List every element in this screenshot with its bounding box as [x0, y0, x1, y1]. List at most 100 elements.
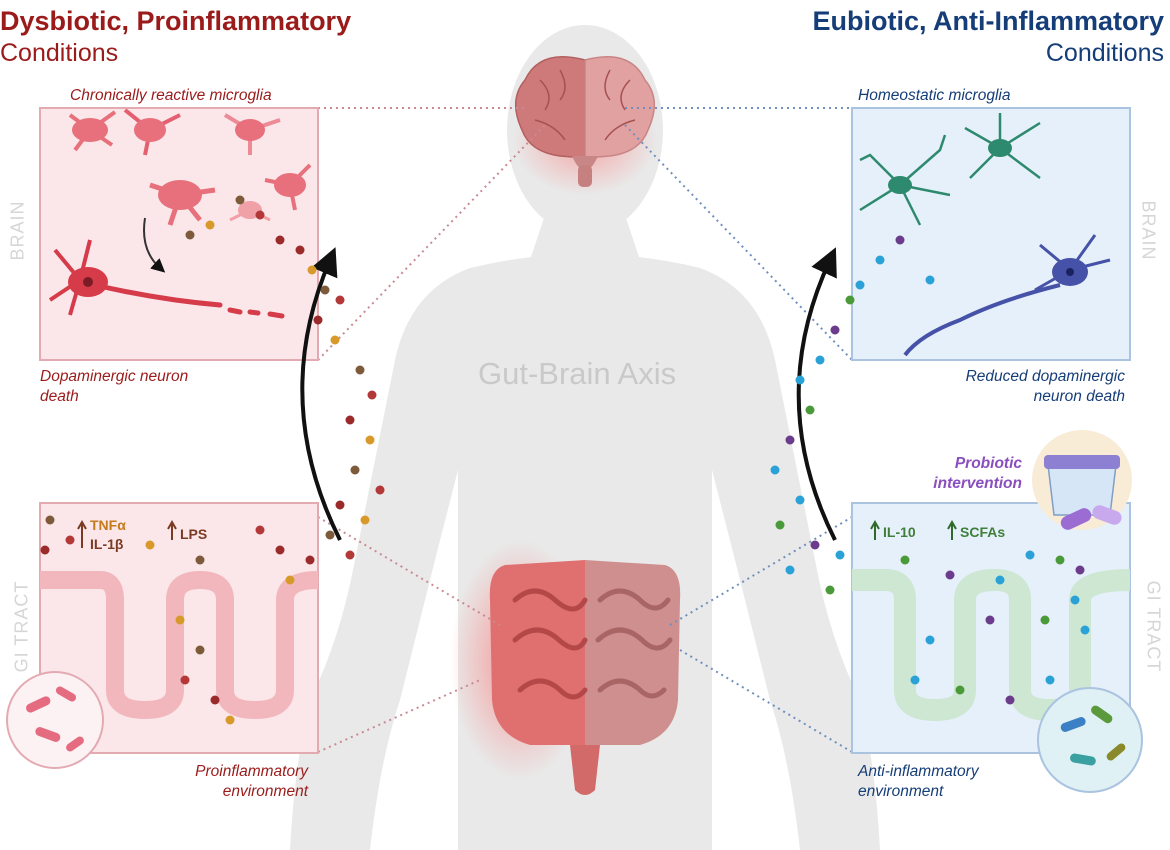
particle	[285, 575, 295, 585]
particle	[835, 550, 845, 560]
particle	[825, 585, 835, 595]
particle	[910, 675, 920, 685]
probiotic-icon	[1032, 430, 1132, 530]
dopaminergic-neuron-damaged	[48, 239, 285, 319]
particle	[275, 235, 285, 245]
particle	[855, 280, 865, 290]
marker-scfas: SCFAs	[960, 524, 1006, 540]
particle	[360, 515, 370, 525]
particle	[985, 615, 995, 625]
particle	[1040, 615, 1050, 625]
particle	[1005, 695, 1015, 705]
particle	[775, 520, 785, 530]
particle	[45, 515, 55, 525]
particle	[65, 535, 75, 545]
gut-brain-axis-label: Gut-Brain Axis	[478, 356, 677, 391]
right-gut-caption-1: Anti-inflammatory	[858, 763, 979, 780]
particle	[1055, 555, 1065, 565]
left-neuron-caption-2: death	[40, 388, 79, 405]
particle	[255, 525, 265, 535]
right-axis-arrow	[796, 247, 837, 541]
particle	[295, 245, 305, 255]
particle	[1075, 565, 1085, 575]
particle	[305, 555, 315, 565]
left-title: Dysbiotic, Proinflammatory	[0, 6, 352, 36]
right-neuron-caption-1: Reduced dopaminergic	[965, 368, 1125, 385]
particle	[185, 230, 195, 240]
particle	[995, 575, 1005, 585]
left-side-brain: BRAIN	[7, 200, 28, 261]
right-neuron-caption-2: neuron death	[1033, 388, 1125, 405]
particle	[307, 265, 317, 275]
marker-tnfa: TNFα	[90, 517, 126, 533]
marker-up-arrows	[77, 519, 957, 548]
particle	[795, 495, 805, 505]
particle	[313, 315, 323, 325]
particle	[40, 545, 50, 555]
particle	[375, 485, 385, 495]
particle	[900, 555, 910, 565]
healthy-neuron	[903, 234, 1111, 357]
particle	[210, 695, 220, 705]
left-gi-panel	[6, 502, 319, 769]
particle	[180, 675, 190, 685]
activation-arrow	[143, 217, 166, 273]
particle	[175, 615, 185, 625]
particle	[845, 295, 855, 305]
particle	[805, 405, 815, 415]
marker-il1b: IL-1β	[90, 536, 124, 552]
left-brain-caption: Chronically reactive microglia	[70, 87, 272, 104]
probiotic-label-2: intervention	[933, 475, 1022, 492]
right-brain-caption: Homeostatic microglia	[858, 87, 1011, 104]
particle	[945, 570, 955, 580]
dysbiotic-microbiome	[6, 671, 104, 769]
left-subtitle: Conditions	[0, 39, 119, 67]
right-side-gi: GI TRACT	[1143, 580, 1164, 673]
particle	[225, 715, 235, 725]
particle	[1025, 550, 1035, 560]
brain-icon	[515, 56, 655, 187]
particle	[785, 435, 795, 445]
left-gut-caption-1: Proinflammatory	[195, 763, 308, 780]
particle	[367, 390, 377, 400]
particle	[345, 550, 355, 560]
particle	[1045, 675, 1055, 685]
particle	[810, 540, 820, 550]
particle	[1080, 625, 1090, 635]
right-side-brain: BRAIN	[1138, 200, 1159, 261]
particle	[335, 500, 345, 510]
particle	[195, 555, 205, 565]
particle	[815, 355, 825, 365]
particle	[330, 335, 340, 345]
left-brain-panel	[39, 107, 319, 361]
particle	[875, 255, 885, 265]
right-title: Eubiotic, Anti-Inflammatory	[812, 6, 1164, 36]
particle	[830, 325, 840, 335]
right-brain-panel	[851, 107, 1131, 361]
particle	[325, 530, 335, 540]
marker-il10: IL-10	[883, 524, 916, 540]
intestine-icon	[489, 560, 681, 795]
anti-inflammatory-particles	[770, 235, 1090, 705]
particle	[925, 635, 935, 645]
particle	[195, 645, 205, 655]
left-gut-caption-2: environment	[222, 783, 308, 800]
particle	[795, 375, 805, 385]
particle	[320, 285, 330, 295]
particle	[335, 295, 345, 305]
connector-lines	[317, 107, 853, 753]
left-neuron-caption-1: Dopaminergic neuron	[40, 368, 189, 385]
particle	[355, 365, 365, 375]
particle	[275, 545, 285, 555]
left-axis-arrow	[300, 247, 342, 541]
gut-lining-left	[40, 570, 319, 720]
particle	[145, 540, 155, 550]
particle	[1070, 595, 1080, 605]
particle	[345, 415, 355, 425]
probiotic-label-1: Probiotic	[954, 455, 1022, 472]
particle	[350, 465, 360, 475]
bacteria-left	[26, 686, 84, 752]
bacteria-right	[1060, 705, 1126, 766]
proinflammatory-particles	[40, 195, 385, 725]
